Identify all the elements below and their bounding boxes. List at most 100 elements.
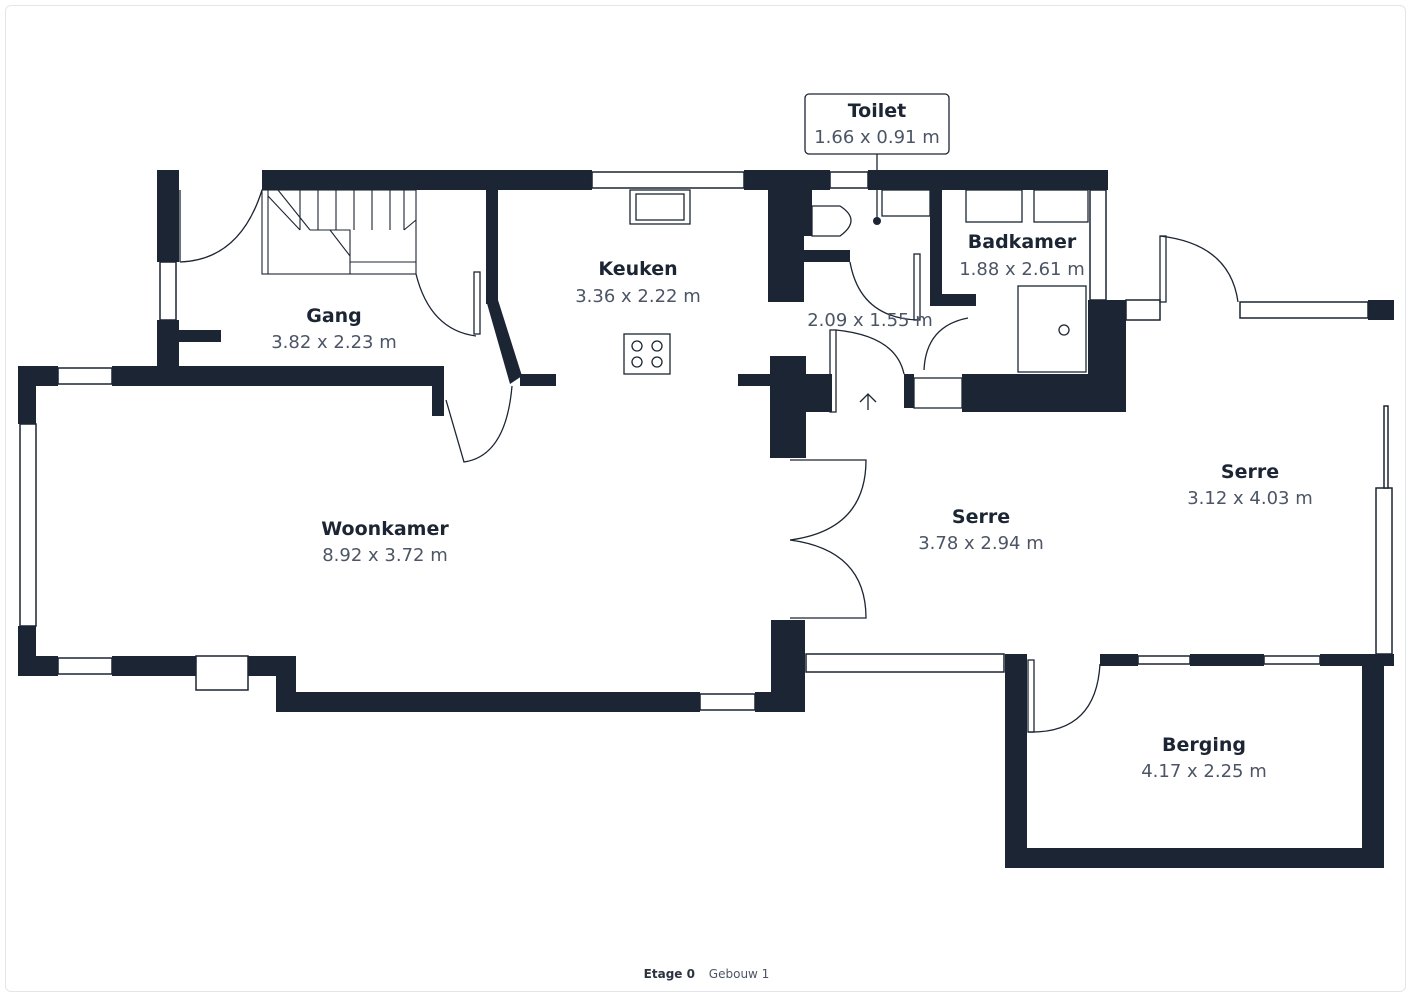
- wall-berging-top-1: [1100, 654, 1138, 666]
- label-serre1-dims: 3.78 x 2.94 m: [918, 533, 1044, 554]
- wall-berging-top-2: [1190, 654, 1264, 666]
- window-serre-top: [1239, 301, 1369, 319]
- sink-bad-1: [965, 189, 1023, 223]
- label-gang-name: Gang: [306, 305, 362, 327]
- wall-berging-left: [1005, 654, 1027, 868]
- wall-bad-right: [1088, 300, 1126, 412]
- wall-woon-right-low: [771, 620, 805, 712]
- toilet-bowl: [811, 205, 852, 237]
- door-serre2: [1159, 235, 1239, 303]
- door-front: [179, 189, 263, 263]
- wall-gang-keuken: [486, 190, 498, 304]
- door-serre2-leaf: [1159, 235, 1167, 303]
- building-label: Gebouw 1: [708, 967, 770, 981]
- sink-toilet: [881, 189, 931, 217]
- wall-serre2-topright: [1368, 300, 1394, 320]
- label-toilet-dims: 1.66 x 0.91 m: [814, 127, 940, 148]
- door-hal-leaf: [829, 329, 837, 413]
- callout-dot: [873, 217, 881, 225]
- labels: Gang 3.82 x 2.23 m Keuken 3.36 x 2.22 m …: [271, 100, 1313, 782]
- shower-drain: [1058, 324, 1070, 336]
- door-berging: [1027, 663, 1101, 733]
- wall-berging-right: [1362, 654, 1384, 868]
- burner-3: [631, 356, 643, 368]
- wall-bad-stub: [930, 294, 976, 306]
- wall-gang-keuken-diag: [486, 300, 522, 384]
- wall-top-2: [744, 170, 830, 190]
- window-bad-right: [1089, 189, 1107, 301]
- step: [913, 377, 963, 409]
- window-gang-left: [159, 261, 177, 321]
- wall-keuken-right-2: [738, 374, 774, 386]
- fixtures: [623, 189, 1089, 410]
- windows: [19, 171, 1393, 711]
- wall-gang-stub: [179, 330, 221, 342]
- wall-top-1: [262, 170, 592, 190]
- door-toilet-leaf: [913, 253, 921, 321]
- label-hal-dims: 2.09 x 1.55 m: [807, 310, 933, 331]
- wall-gang-left-2: [157, 320, 179, 375]
- label-berging-name: Berging: [1162, 734, 1246, 756]
- window-keuken: [591, 171, 745, 189]
- wall-hal-right: [904, 374, 914, 408]
- page-frame: [5, 5, 1406, 992]
- door-double-top: [789, 459, 867, 541]
- window-woon-bottom-left: [57, 657, 113, 675]
- floor-label: Etage 0: [643, 967, 695, 981]
- label-badkamer-name: Badkamer: [968, 231, 1077, 253]
- door-toilet: [849, 261, 919, 321]
- wall-woon-bottom-1: [18, 656, 58, 676]
- wall-woon-bottom-2: [112, 656, 196, 676]
- label-woonkamer-name: Woonkamer: [321, 518, 449, 540]
- wall-keuken-right: [768, 190, 804, 302]
- wall-berging-bottom: [1005, 848, 1383, 868]
- walls: [18, 170, 1394, 868]
- wall-berging-top-3: [1320, 654, 1394, 666]
- staircase: [261, 189, 417, 275]
- toilet-callout: [804, 93, 950, 225]
- door-bad: [923, 317, 969, 371]
- window-berging-1: [1137, 655, 1191, 665]
- door-gang-keuken-leaf: [473, 271, 481, 335]
- label-keuken-dims: 3.36 x 2.22 m: [575, 286, 701, 307]
- window-woon-left: [19, 423, 37, 627]
- door-double-bottom: [789, 539, 867, 619]
- burner-1: [631, 340, 643, 352]
- label-berging-dims: 4.17 x 2.25 m: [1141, 761, 1267, 782]
- window-woon-top: [57, 367, 113, 385]
- label-toilet-name: Toilet: [848, 100, 906, 122]
- fireplace: [195, 655, 249, 691]
- label-gang-dims: 3.82 x 2.23 m: [271, 332, 397, 353]
- wall-top-3: [868, 170, 1108, 190]
- wall-hal-left: [770, 356, 806, 458]
- wall-keuken-stub: [520, 374, 556, 386]
- label-keuken-name: Keuken: [598, 258, 677, 280]
- stairs-treads: [267, 189, 417, 274]
- window-serre-side: [1125, 299, 1161, 321]
- label-serre1-name: Serre: [952, 506, 1010, 528]
- door-woonkamer: [445, 385, 513, 463]
- door-gang-keuken: [415, 273, 477, 337]
- window-serre2-right-thin: [1383, 405, 1389, 489]
- label-woonkamer-dims: 8.92 x 3.72 m: [322, 545, 448, 566]
- wall-gang-bottom-3: [432, 366, 444, 416]
- label-serre2-name: Serre: [1221, 461, 1279, 483]
- wall-hal-left-2: [806, 374, 832, 412]
- window-serre2-right: [1375, 487, 1393, 655]
- window-berging-2: [1263, 655, 1321, 665]
- wall-toilet-badkamer: [930, 190, 942, 306]
- wall-gang-bottom-2: [112, 366, 444, 386]
- sink-keuken-basin: [635, 193, 685, 221]
- wall-toilet-bottom: [804, 250, 850, 262]
- wall-woon-bottom-5: [276, 692, 700, 712]
- door-hal-serre: [835, 329, 905, 375]
- cooktop: [623, 333, 671, 375]
- wall-woon-left: [18, 366, 36, 424]
- window-serre-bottom: [805, 653, 1005, 673]
- label-serre2-dims: 3.12 x 4.03 m: [1187, 488, 1313, 509]
- sink-bad-2: [1033, 189, 1089, 223]
- burner-4: [651, 356, 663, 368]
- burner-2: [651, 340, 663, 352]
- window-woon-bottom-right: [699, 693, 756, 711]
